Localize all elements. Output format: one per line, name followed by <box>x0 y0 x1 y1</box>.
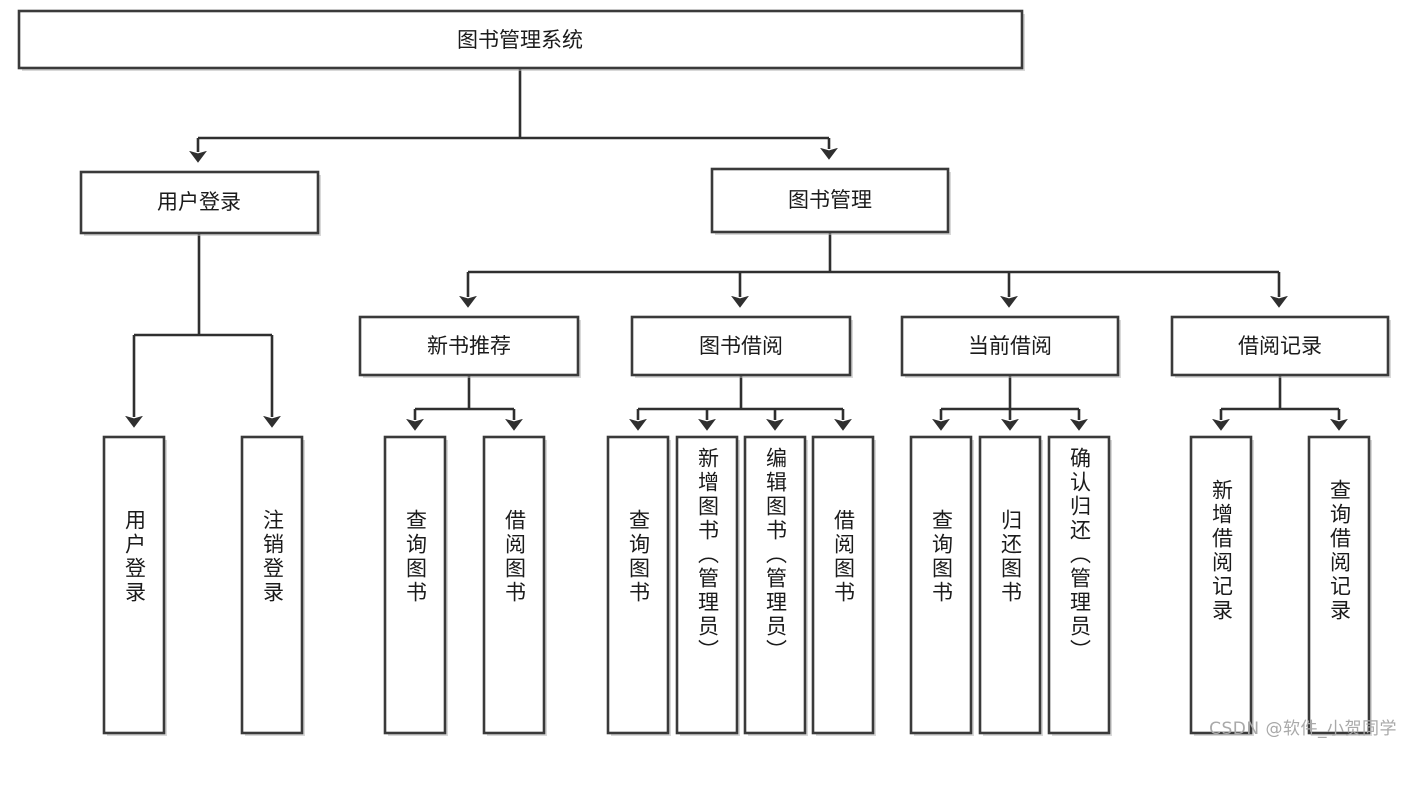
node-root[interactable]: 图书管理系统 <box>17 9 1025 71</box>
node-current-borrow-label: 当前借阅 <box>968 334 1052 358</box>
node-root-label: 图书管理系统 <box>457 28 583 52</box>
node-leaf-edit-book[interactable] <box>743 435 808 736</box>
node-leaf-borrow-book-1[interactable] <box>482 435 547 736</box>
node-book-manage-label: 图书管理 <box>788 188 872 212</box>
node-new-book-rec-label: 新书推荐 <box>427 334 511 358</box>
leaf-rect-layer <box>102 435 1372 736</box>
node-leaf-add-book[interactable] <box>675 435 740 736</box>
node-new-book-rec[interactable]: 新书推荐 <box>358 315 581 378</box>
node-leaf-query-book-2[interactable] <box>606 435 671 736</box>
node-leaf-confirm-return[interactable] <box>1047 435 1112 736</box>
node-leaf-query-book-1[interactable] <box>383 435 448 736</box>
node-leaf-borrow-book-2[interactable] <box>811 435 876 736</box>
node-leaf-return-book[interactable] <box>978 435 1043 736</box>
node-book-manage[interactable]: 图书管理 <box>710 167 951 235</box>
node-user-login[interactable]: 用户登录 <box>79 170 321 236</box>
edge-layer <box>125 68 1348 431</box>
node-leaf-query-book-3[interactable] <box>909 435 974 736</box>
node-leaf-user-login[interactable] <box>102 435 167 736</box>
node-leaf-query-record[interactable] <box>1307 435 1372 736</box>
node-borrow-record[interactable]: 借阅记录 <box>1170 315 1391 378</box>
node-book-borrow-label: 图书借阅 <box>699 334 783 358</box>
flowchart-canvas: 图书管理系统 用户登录 图书管理 新书推荐 图书借阅 当前借阅 <box>17 9 1397 739</box>
node-book-borrow[interactable]: 图书借阅 <box>630 315 853 378</box>
node-borrow-record-label: 借阅记录 <box>1238 334 1322 358</box>
flowchart-svg: 图书管理系统 用户登录 图书管理 新书推荐 图书借阅 当前借阅 <box>17 9 1391 736</box>
node-current-borrow[interactable]: 当前借阅 <box>900 315 1121 378</box>
node-leaf-add-record[interactable] <box>1189 435 1254 736</box>
node-user-login-label: 用户登录 <box>157 190 241 214</box>
node-leaf-logout[interactable] <box>240 435 305 736</box>
